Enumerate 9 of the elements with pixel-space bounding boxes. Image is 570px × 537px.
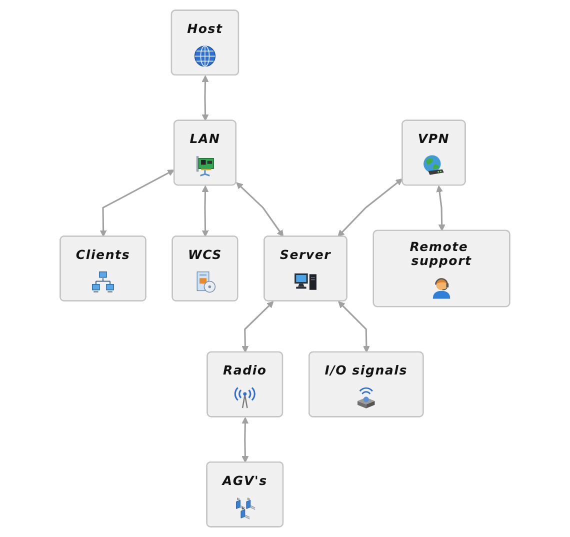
arrow [202, 185, 209, 237]
arrow [202, 75, 209, 122]
arrow [242, 301, 274, 353]
arrow [100, 170, 174, 237]
arrow [338, 178, 403, 237]
arrow [236, 182, 284, 237]
arrow [436, 185, 446, 232]
arrow [338, 301, 370, 353]
arrow [242, 417, 249, 463]
